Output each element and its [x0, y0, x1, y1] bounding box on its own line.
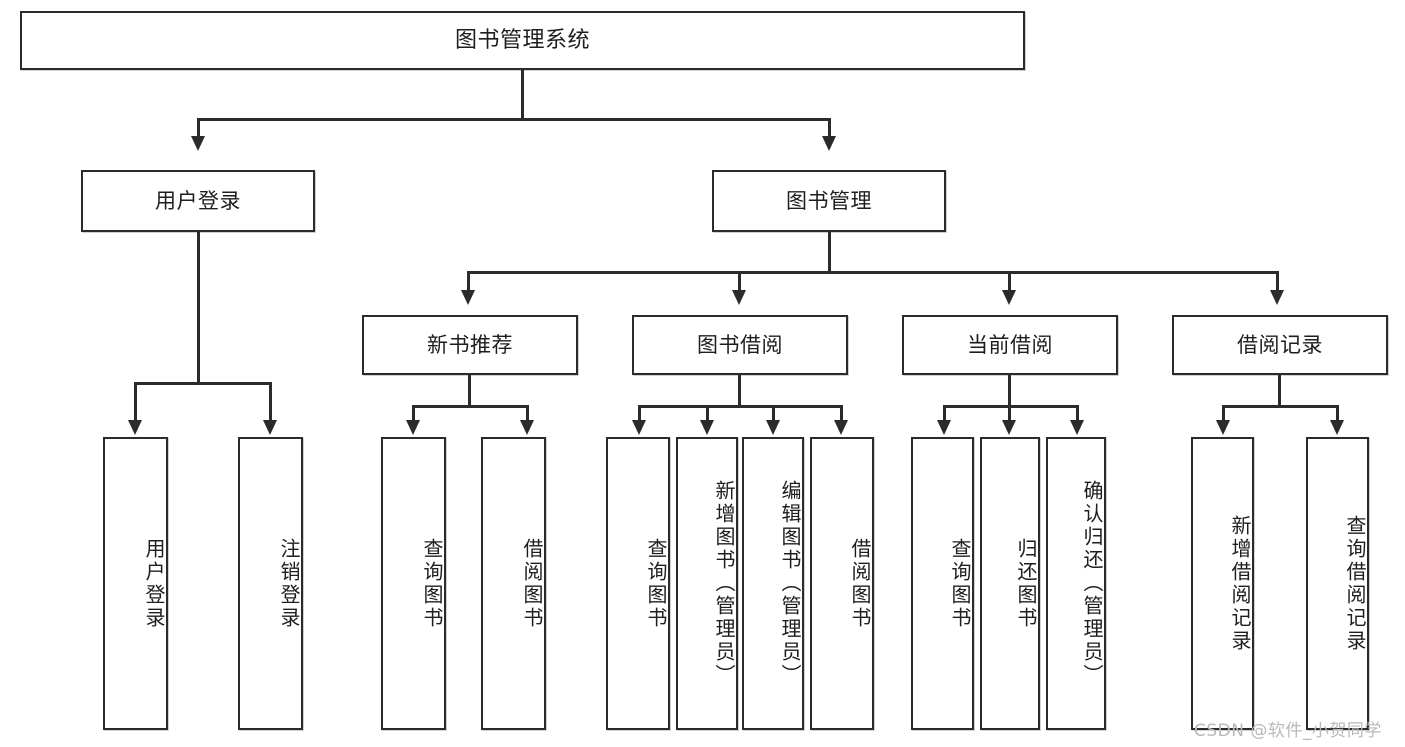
leaf-book-borrow-query[interactable]: 查询图书	[606, 437, 670, 730]
connector-user-login-bus	[134, 382, 272, 385]
connector-book-borrow-drop-1	[638, 405, 641, 420]
arrowhead-user-login-leaf-2	[263, 420, 277, 435]
csdn-watermark: CSDN @软件_小贺同学	[1194, 721, 1382, 741]
node-label: 图书管理	[786, 188, 872, 213]
node-book-management[interactable]: 图书管理	[712, 170, 946, 232]
node-book-borrow[interactable]: 图书借阅	[632, 315, 848, 375]
node-label: 查询借阅记录	[1343, 514, 1367, 653]
node-label: 编辑图书（管理员）	[778, 480, 802, 687]
node-label: 查询图书	[948, 537, 972, 630]
arrowhead-user-login-leaf-1	[128, 420, 142, 435]
connector-book-borrow-stem	[738, 375, 741, 405]
arrowhead-book-borrow-leaf-4	[834, 420, 848, 435]
arrowhead-to-book-borrow	[732, 290, 746, 305]
leaf-book-borrow-add[interactable]: 新增图书（管理员）	[676, 437, 738, 730]
node-label: 图书管理系统	[454, 27, 590, 53]
arrowhead-book-borrow-leaf-3	[766, 420, 780, 435]
node-label: 借阅图书	[848, 537, 872, 630]
node-label: 用户登录	[142, 537, 166, 630]
node-label: 查询图书	[420, 537, 444, 630]
arrowhead-new-book-leaf-2	[520, 420, 534, 435]
connector-current-borrow-drop-1	[943, 405, 946, 420]
connector-level3-drop-4	[1276, 271, 1279, 290]
node-label: 新书推荐	[427, 332, 513, 357]
leaf-new-book-borrow[interactable]: 借阅图书	[481, 437, 546, 730]
connector-book-borrow-drop-4	[840, 405, 843, 420]
connector-level2-drop-2	[828, 118, 831, 136]
node-label: 用户登录	[155, 188, 241, 213]
connector-borrow-record-drop-2	[1336, 405, 1339, 420]
node-label: 新增图书（管理员）	[712, 480, 736, 687]
node-label: 图书借阅	[697, 332, 783, 357]
connector-new-book-bus	[412, 405, 529, 408]
leaf-current-borrow-query[interactable]: 查询图书	[911, 437, 974, 730]
node-current-borrow[interactable]: 当前借阅	[902, 315, 1118, 375]
leaf-current-borrow-return[interactable]: 归还图书	[980, 437, 1040, 730]
connector-book-manage-stem	[828, 232, 831, 271]
arrowhead-borrow-record-leaf-1	[1216, 420, 1230, 435]
node-user-login[interactable]: 用户登录	[81, 170, 315, 232]
connector-borrow-record-bus	[1222, 405, 1339, 408]
connector-level3-drop-3	[1008, 271, 1011, 290]
leaf-user-login-signin[interactable]: 用户登录	[103, 437, 168, 730]
arrowhead-book-borrow-leaf-1	[632, 420, 646, 435]
arrowhead-to-user-login	[191, 136, 205, 151]
connector-new-book-stem	[468, 375, 471, 405]
node-borrow-record[interactable]: 借阅记录	[1172, 315, 1388, 375]
leaf-new-book-query[interactable]: 查询图书	[381, 437, 446, 730]
node-label: 新增借阅记录	[1228, 514, 1252, 653]
connector-level3-drop-2	[738, 271, 741, 290]
leaf-borrow-record-query[interactable]: 查询借阅记录	[1306, 437, 1369, 730]
leaf-book-borrow-lend[interactable]: 借阅图书	[810, 437, 874, 730]
arrowhead-to-borrow-record	[1270, 290, 1284, 305]
arrowhead-to-book-manage	[822, 136, 836, 151]
connector-borrow-record-stem	[1278, 375, 1281, 405]
arrowhead-current-borrow-leaf-2	[1002, 420, 1016, 435]
arrowhead-current-borrow-leaf-1	[937, 420, 951, 435]
arrowhead-current-borrow-leaf-3	[1070, 420, 1084, 435]
node-label: 借阅记录	[1237, 332, 1323, 357]
arrowhead-book-borrow-leaf-2	[700, 420, 714, 435]
connector-borrow-record-drop-1	[1222, 405, 1225, 420]
connector-new-book-drop-1	[412, 405, 415, 420]
node-new-book-recommend[interactable]: 新书推荐	[362, 315, 578, 375]
leaf-current-borrow-confirm[interactable]: 确认归还（管理员）	[1046, 437, 1106, 730]
arrowhead-new-book-leaf-1	[406, 420, 420, 435]
connector-book-borrow-bus	[638, 405, 843, 408]
node-label: 当前借阅	[967, 332, 1053, 357]
connector-book-borrow-drop-2	[706, 405, 709, 420]
connector-new-book-drop-2	[526, 405, 529, 420]
node-label: 借阅图书	[520, 537, 544, 630]
node-root-system[interactable]: 图书管理系统	[20, 11, 1025, 70]
connector-level3-bus	[467, 271, 1279, 274]
connector-current-borrow-stem	[1008, 375, 1011, 405]
leaf-borrow-record-add[interactable]: 新增借阅记录	[1191, 437, 1254, 730]
connector-current-borrow-drop-2	[1008, 405, 1011, 420]
leaf-user-login-signout[interactable]: 注销登录	[238, 437, 303, 730]
arrowhead-to-new-book	[461, 290, 475, 305]
connector-current-borrow-drop-3	[1076, 405, 1079, 420]
node-label: 查询图书	[644, 537, 668, 630]
connector-user-login-stem	[197, 232, 200, 382]
node-label: 确认归还（管理员）	[1080, 480, 1104, 687]
connector-level3-drop-1	[467, 271, 470, 290]
arrowhead-borrow-record-leaf-2	[1330, 420, 1344, 435]
connector-level2-drop-1	[197, 118, 200, 136]
connector-root-stem	[521, 70, 524, 118]
node-label: 注销登录	[277, 537, 301, 630]
connector-current-borrow-bus	[943, 405, 1079, 408]
leaf-book-borrow-edit[interactable]: 编辑图书（管理员）	[742, 437, 804, 730]
connector-user-login-drop-2	[269, 382, 272, 420]
connector-level2-bus	[197, 118, 830, 121]
arrowhead-to-current-borrow	[1002, 290, 1016, 305]
connector-book-borrow-drop-3	[772, 405, 775, 420]
node-label: 归还图书	[1014, 537, 1038, 630]
connector-user-login-drop-1	[134, 382, 137, 420]
